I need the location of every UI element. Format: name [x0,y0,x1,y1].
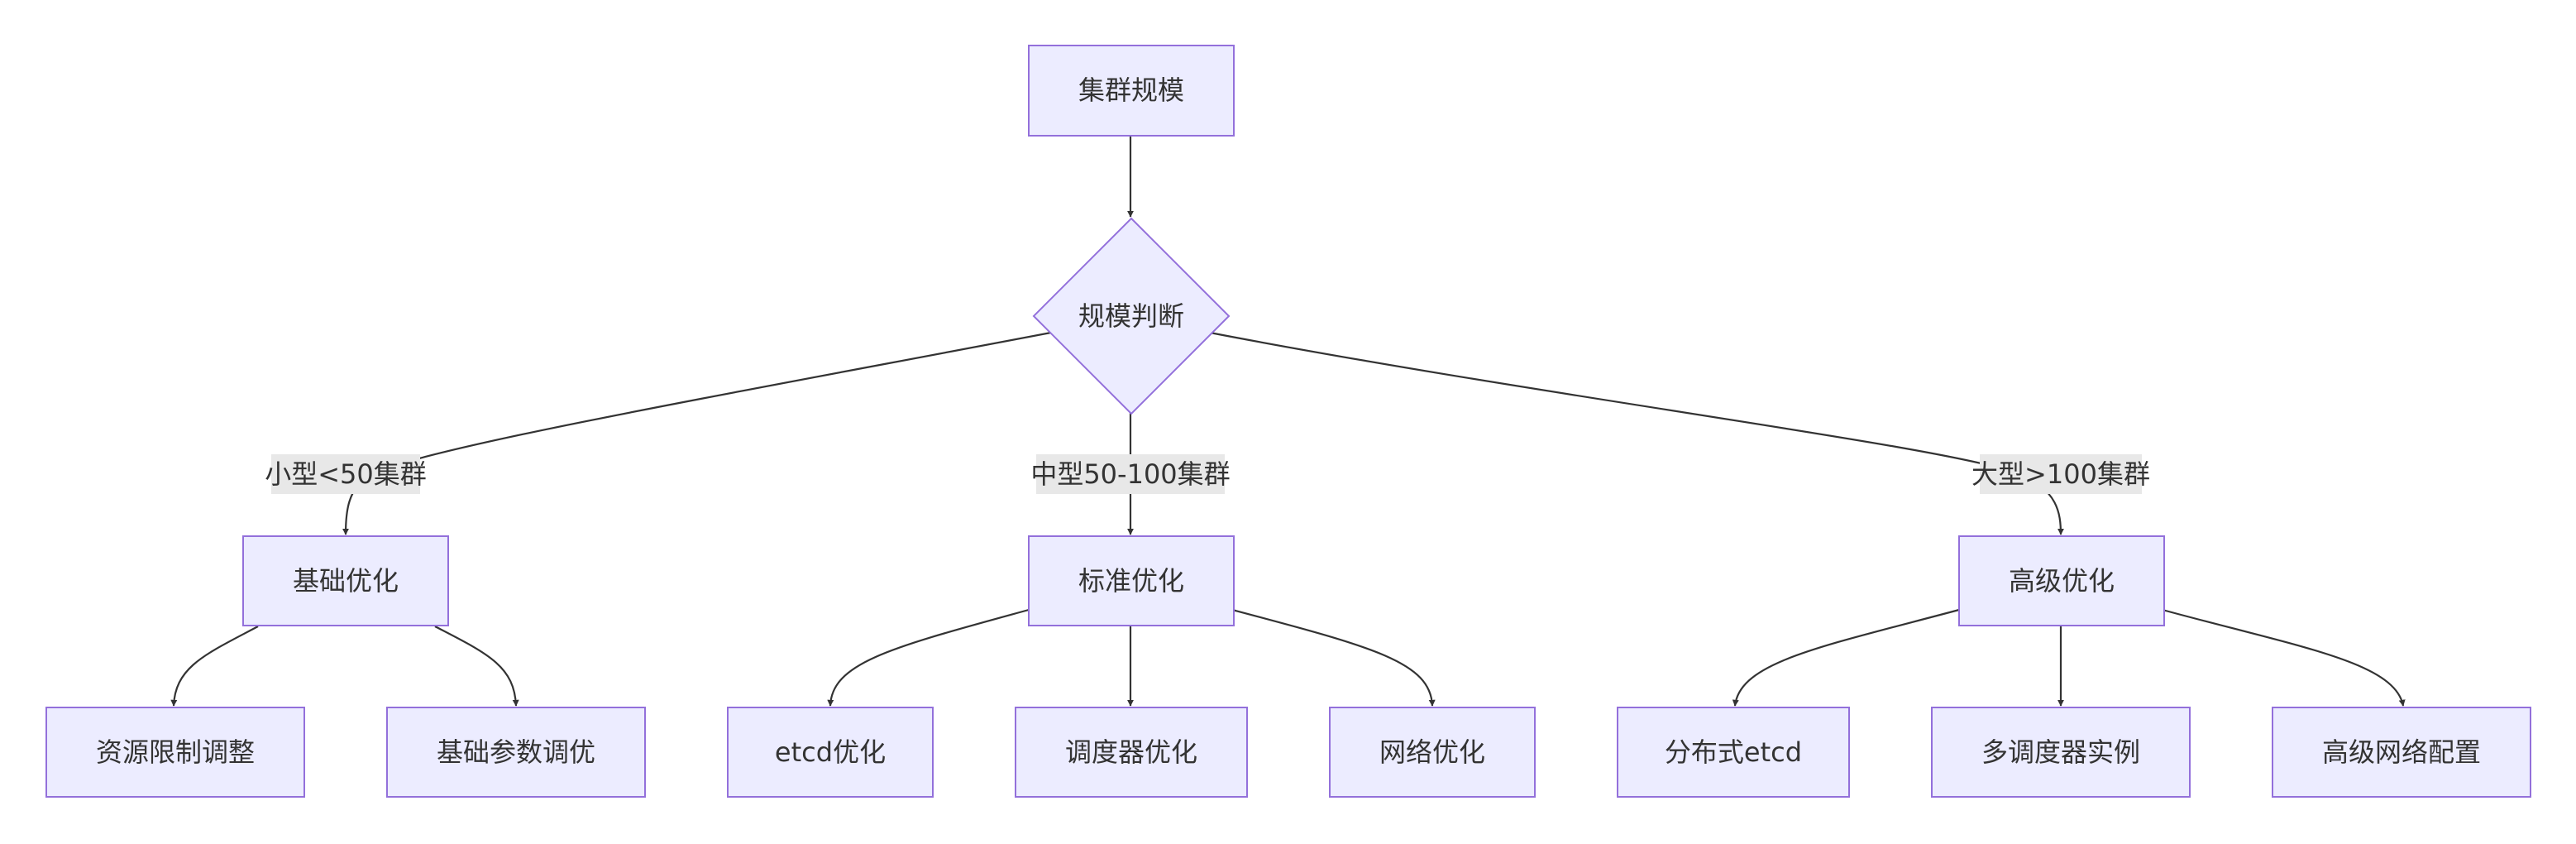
node-basic-param: 基础参数调优 [386,707,646,798]
node-network-optimization: 网络优化 [1329,707,1536,798]
edge-label-small-text: 小型<50集群 [265,458,427,490]
edge-decision-to-basic [342,331,1052,535]
node-advanced-network: 高级网络配置 [2272,707,2531,798]
node-scale-decision: 规模判断 [1032,217,1231,415]
node-scheduler-optimization-label: 调度器优化 [1065,736,1197,768]
node-network-optimization-label: 网络优化 [1379,736,1485,768]
edge-standard-to-etcd [827,608,1030,707]
edge-label-medium-text: 中型50-100集群 [1030,458,1230,490]
node-scale-decision-label: 规模判断 [1078,300,1184,332]
edge-standard-to-network [1231,608,1436,707]
node-etcd-optimization: etcd优化 [727,707,934,798]
node-resource-limit: 资源限制调整 [45,707,305,798]
node-distributed-etcd-label: 分布式etcd [1665,736,1802,768]
edge-basic-to-param [434,626,519,707]
node-scheduler-optimization: 调度器优化 [1015,707,1248,798]
node-basic-param-label: 基础参数调优 [437,736,595,768]
node-basic-optimization-label: 基础优化 [293,565,399,597]
node-resource-limit-label: 资源限制调整 [96,736,255,768]
node-cluster-scale: 集群规模 [1028,45,1235,137]
node-advanced-optimization-label: 高级优化 [2009,565,2115,597]
edge-label-large-text: 大型>100集群 [1971,458,2150,490]
edge-decision-to-advanced [1209,331,2064,535]
node-cluster-scale-label: 集群规模 [1078,74,1184,106]
edge-basic-to-resource [170,626,259,707]
node-advanced-optimization: 高级优化 [1958,535,2165,626]
node-advanced-network-label: 高级网络配置 [2322,736,2481,768]
edge-label-small: 小型<50集群 [265,454,427,494]
node-distributed-etcd: 分布式etcd [1617,707,1850,798]
node-etcd-optimization-label: etcd优化 [775,736,886,768]
nodes: 集群规模 规模判断 基础优化 标准优化 高级优化 资源限制调整 [45,45,2531,798]
node-multi-scheduler: 多调度器实例 [1931,707,2191,798]
edge-advanced-to-advanced-network [2162,608,2406,707]
edge-label-medium: 中型50-100集群 [1030,454,1231,494]
edge-labels: 小型<50集群 中型50-100集群 大型>100集群 [265,454,2150,494]
edges [170,137,2406,707]
node-standard-optimization-label: 标准优化 [1078,565,1184,597]
node-multi-scheduler-label: 多调度器实例 [1981,736,2140,768]
edge-advanced-to-distributed-etcd [1732,608,1960,707]
node-standard-optimization: 标准优化 [1028,535,1235,626]
node-basic-optimization: 基础优化 [242,535,449,626]
edge-label-large: 大型>100集群 [1971,454,2150,494]
